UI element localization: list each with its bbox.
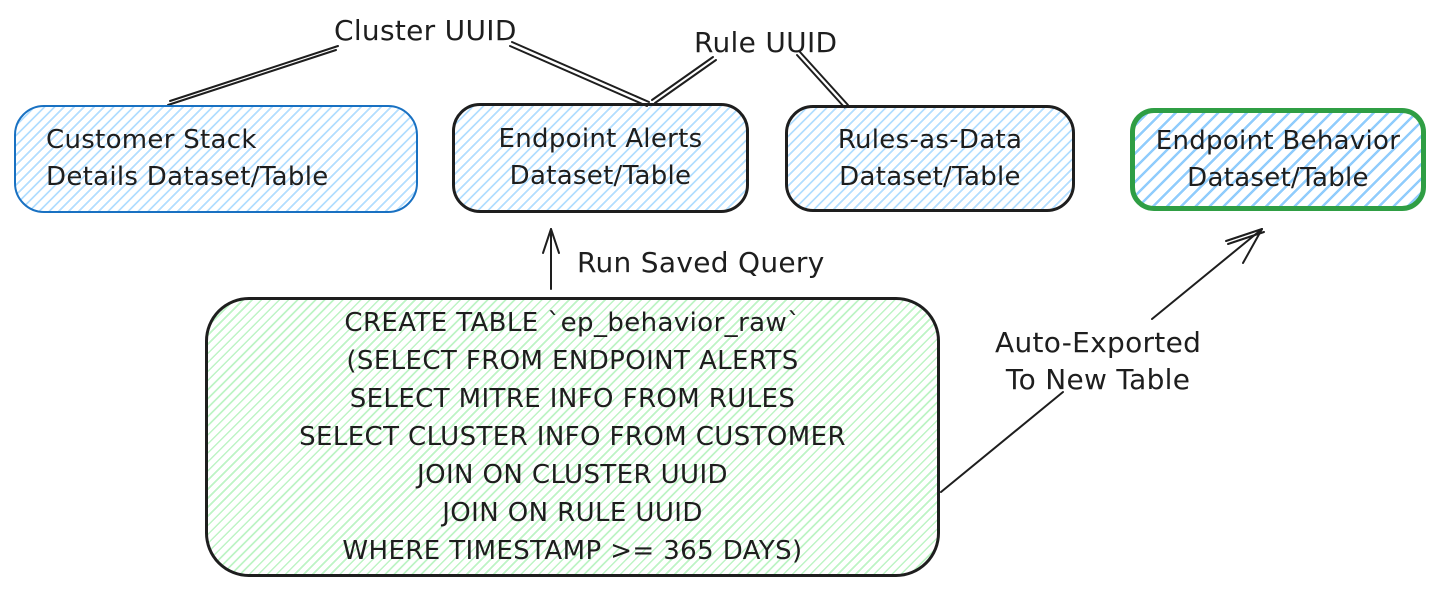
connector-cluster-uuid-to-customer-stack: [167, 45, 339, 106]
arrow-run-saved-query: [542, 228, 560, 290]
node-label-line: Details Dataset/Table: [46, 162, 329, 192]
node-label-line: Dataset/Table: [1187, 162, 1369, 193]
node-label-line: Endpoint Behavior: [1155, 125, 1401, 156]
query-line: SELECT CLUSTER INFO FROM CUSTOMER: [299, 422, 846, 452]
query-line: WHERE TIMESTAMP >= 365 DAYS): [342, 536, 803, 566]
auto-exported-line2: To New Table: [1005, 363, 1191, 396]
query-line: JOIN ON CLUSTER UUID: [417, 460, 728, 490]
auto-exported-label: Auto-Exported To New Table: [995, 324, 1201, 398]
query-line: (SELECT FROM ENDPOINT ALERTS: [346, 346, 799, 376]
node-endpoint-behavior: Endpoint Behavior Dataset/Table: [1130, 108, 1426, 211]
connector-rule-uuid-to-rules-as-data: [796, 51, 849, 109]
cluster-uuid-label: Cluster UUID: [334, 14, 517, 47]
query-line: CREATE TABLE `ep_behavior_raw`: [344, 308, 801, 338]
node-label-line: Endpoint Alerts: [498, 124, 703, 154]
query-line: SELECT MITRE INFO FROM RULES: [349, 384, 796, 414]
node-label-line: Customer Stack: [46, 125, 257, 155]
rule-uuid-label: Rule UUID: [694, 26, 838, 59]
run-saved-query-label: Run Saved Query: [577, 246, 825, 279]
node-label-line: Dataset/Table: [839, 161, 1021, 192]
connector-cluster-uuid-to-endpoint-alerts: [509, 41, 650, 107]
node-endpoint-alerts: Endpoint Alerts Dataset/Table: [452, 103, 749, 213]
connector-rule-uuid-to-endpoint-alerts: [651, 56, 717, 104]
node-customer-stack-details: Customer Stack Details Dataset/Table: [14, 105, 418, 213]
node-rules-as-data: Rules-as-Data Dataset/Table: [785, 105, 1075, 212]
auto-exported-line1: Auto-Exported: [995, 326, 1202, 359]
query-line: JOIN ON RULE UUID: [442, 498, 703, 528]
node-label-line: Dataset/Table: [509, 161, 692, 191]
query-box: CREATE TABLE `ep_behavior_raw` (SELECT F…: [205, 297, 940, 577]
node-label-line: Rules-as-Data: [837, 124, 1023, 155]
